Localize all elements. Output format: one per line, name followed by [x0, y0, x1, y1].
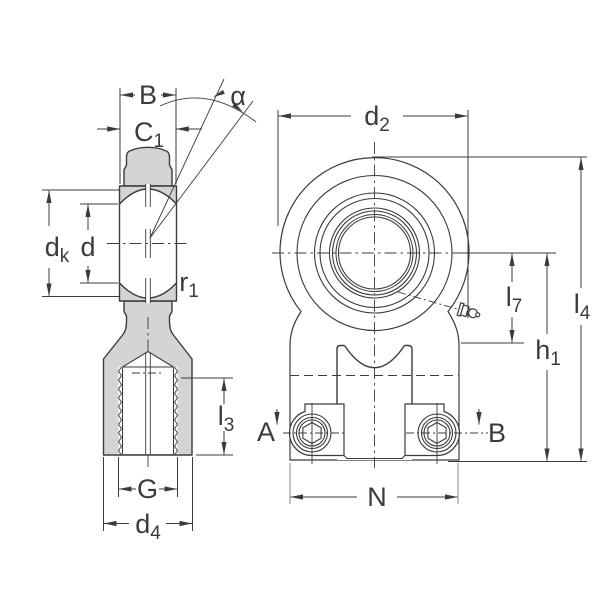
callout-label-A: A [257, 417, 275, 447]
sphere-band-bottom [118, 282, 178, 302]
dim-label-alpha: α [230, 81, 246, 111]
thread-crest-right [173, 366, 179, 456]
dim-label-B: B [139, 80, 157, 110]
side-view: B C1 α dk d r1 [42, 78, 257, 544]
dim-label-h1: h1 [535, 335, 561, 370]
dim-label-l4: l4 [574, 289, 591, 324]
dim-d2: d2 [277, 101, 469, 318]
grease-fitting [456, 302, 481, 319]
dim-N: N [289, 463, 459, 512]
dim-label-G: G [137, 474, 158, 504]
dim-label-dk: dk [45, 232, 70, 267]
dim-label-C1: C1 [134, 117, 164, 152]
front-view: d2 l7 h1 l4 N [257, 101, 591, 512]
callout-B: B [476, 409, 506, 448]
callout-A: A [257, 409, 280, 447]
sphere-band-top [118, 185, 178, 205]
misalignment-angle [149, 78, 257, 239]
dim-G: G [118, 457, 178, 504]
thread-crest-left [117, 366, 123, 456]
dim-label-d2: d2 [364, 101, 390, 136]
dim-h1: h1 [535, 253, 561, 462]
dim-label-N: N [367, 482, 387, 512]
dim-label-r1: r1 [179, 267, 199, 302]
dim-l7: l7 [461, 253, 524, 344]
dim-dk: dk [42, 189, 119, 297]
callout-label-B: B [488, 418, 506, 448]
dim-label-l7: l7 [506, 282, 523, 317]
dim-C1: C1 [97, 117, 202, 152]
dim-label-d4: d4 [135, 509, 161, 544]
thread-bore [118, 351, 178, 454]
dim-label-l3: l3 [218, 401, 235, 436]
housing-top-cap [123, 146, 173, 187]
dim-l3: l3 [181, 377, 235, 456]
dim-B: B [119, 80, 177, 184]
dim-d: d [80, 203, 118, 284]
dim-label-d: d [80, 232, 95, 262]
dim-d4: d4 [103, 457, 193, 544]
dim-l4: l4 [372, 156, 591, 462]
